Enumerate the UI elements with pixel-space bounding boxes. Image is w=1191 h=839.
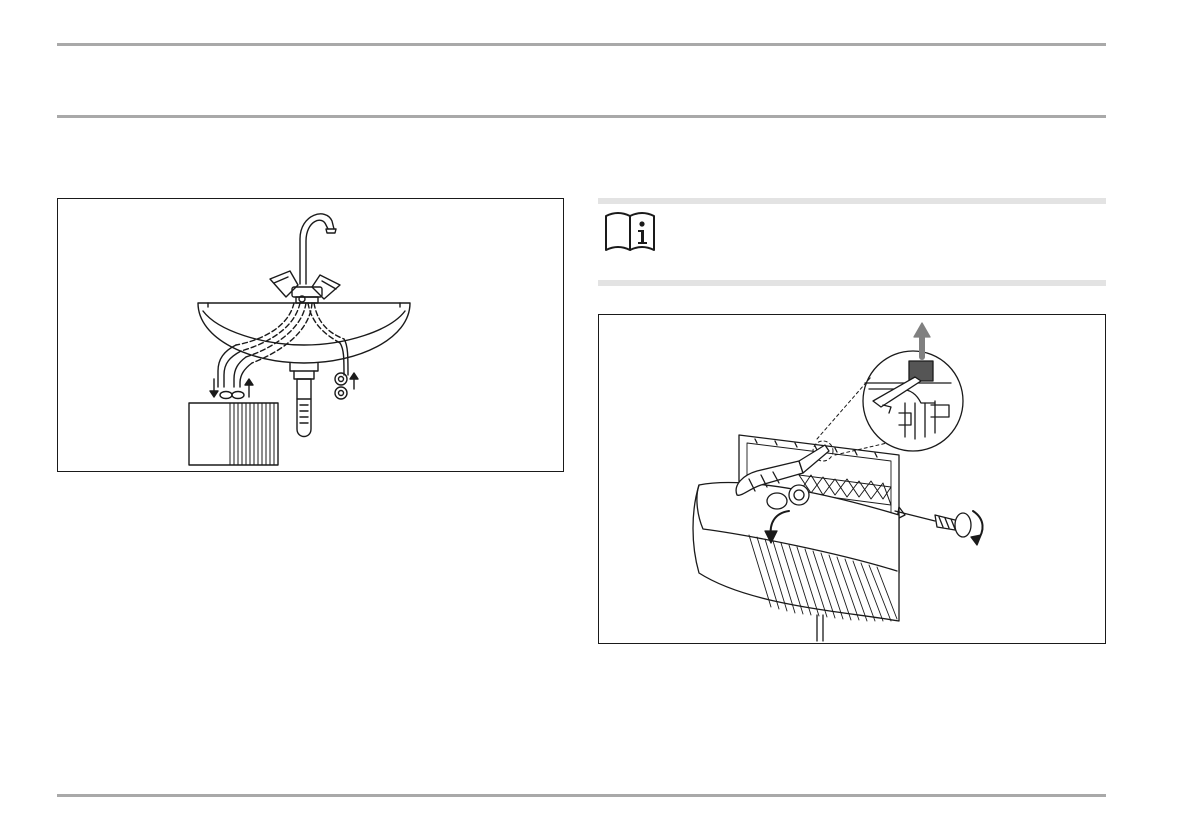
note-rule-bottom (598, 280, 1106, 286)
screwdriver-cover-removal-illustration (599, 315, 1107, 645)
header-rule-top (57, 43, 1106, 46)
note-text (668, 214, 1098, 254)
figure-sink-installation (57, 198, 564, 472)
footer-rule (57, 794, 1106, 797)
figure-cover-removal (598, 314, 1106, 644)
book-info-icon (604, 210, 656, 252)
header-rule-bottom (57, 115, 1106, 118)
note-rule-top (598, 198, 1106, 204)
sink-tap-water-heater-illustration (58, 199, 565, 473)
